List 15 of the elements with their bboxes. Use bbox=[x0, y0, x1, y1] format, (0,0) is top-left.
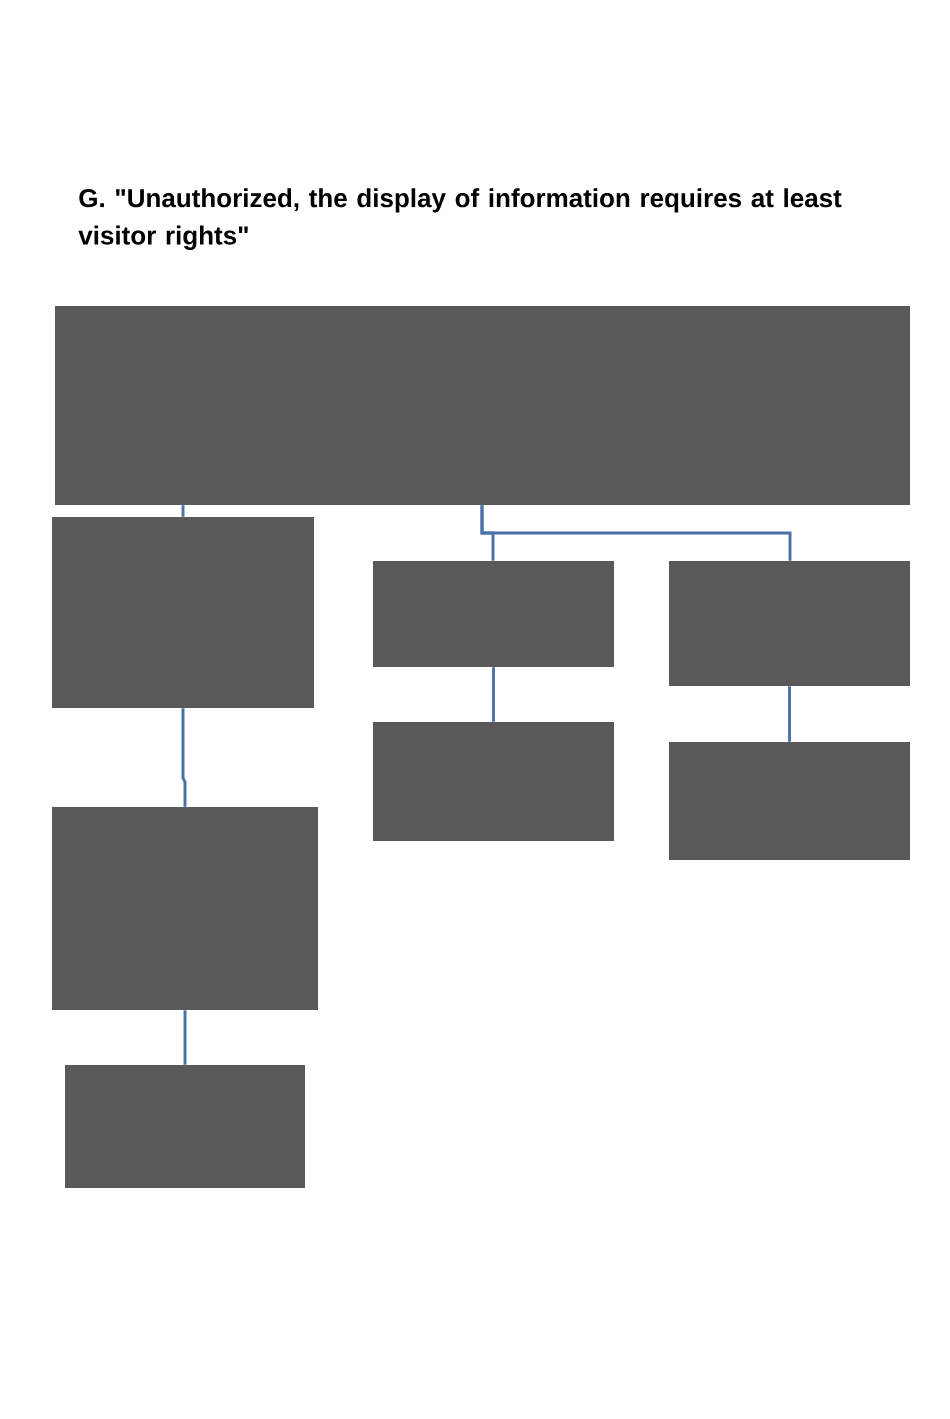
box bbox=[55, 306, 910, 505]
connector-line bbox=[788, 686, 791, 742]
connector-line bbox=[181, 708, 187, 807]
connector-line bbox=[181, 505, 185, 517]
connector-line bbox=[480, 505, 792, 561]
box bbox=[669, 561, 910, 686]
box bbox=[373, 722, 614, 841]
title: G. "Unauthorized, the display of information requires at least visitor rights" bbox=[78, 188, 842, 250]
box bbox=[669, 742, 910, 860]
box bbox=[52, 517, 314, 708]
connector-line bbox=[183, 1010, 187, 1065]
connector-line bbox=[492, 667, 495, 722]
box bbox=[65, 1065, 305, 1188]
box bbox=[52, 807, 318, 1010]
box bbox=[373, 561, 614, 667]
